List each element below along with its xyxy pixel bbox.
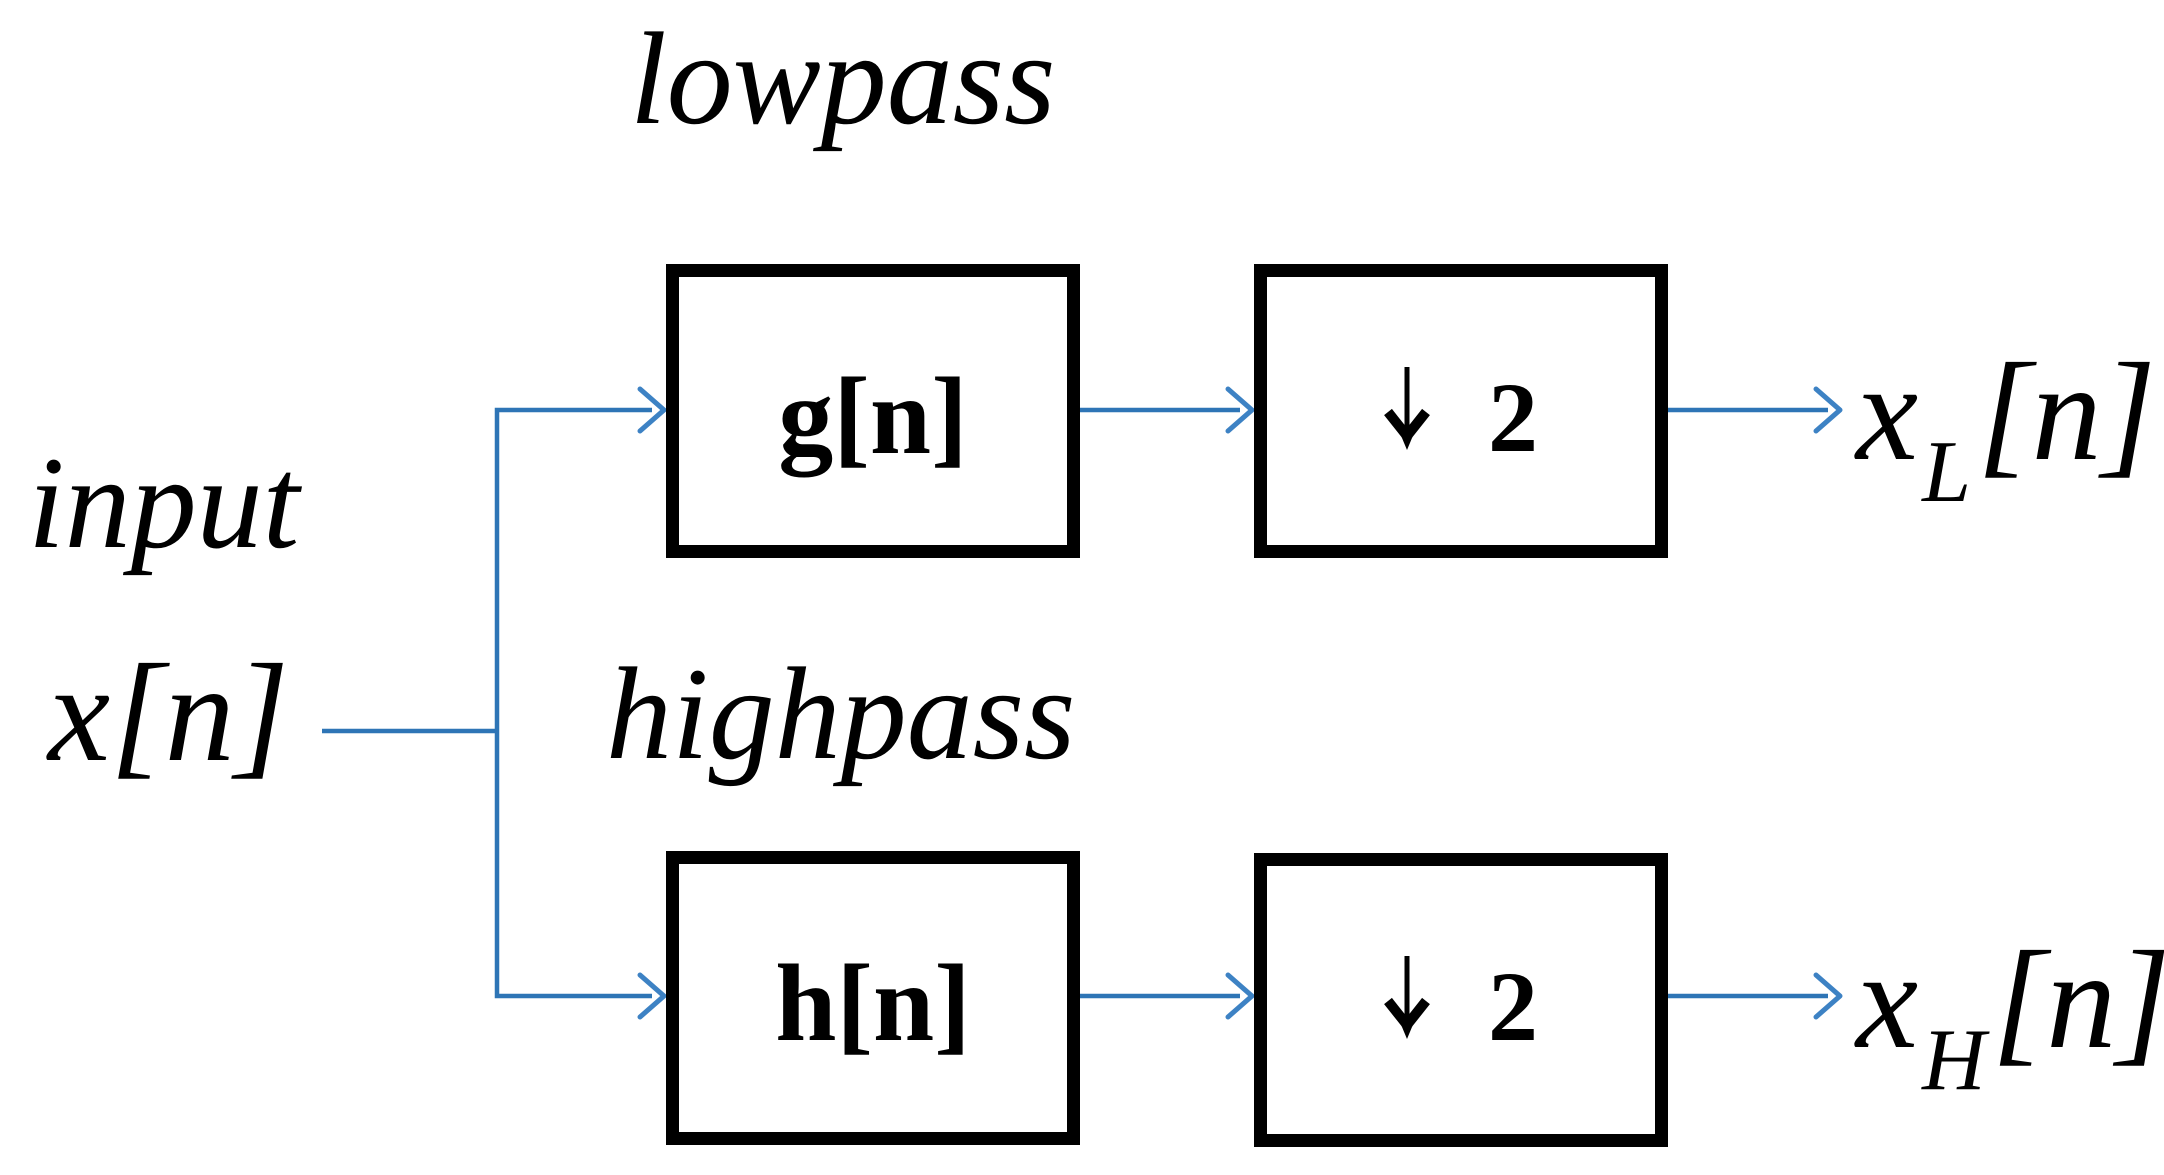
downsample-factor-high: 2 [1488,951,1538,1062]
output-low-label: xL[n] [1856,343,2156,517]
downsampler-low-content: 2 [1384,354,1538,468]
arrowhead-output-high-icon [1813,972,1843,1020]
output-high-label: xH[n] [1856,931,2164,1105]
downsample-factor-low: 2 [1488,362,1538,473]
arrowhead-into-downsampler-low-icon [1225,386,1255,434]
down-arrow-icon [1384,956,1430,1039]
downsampler-high-box: 2 [1254,853,1668,1147]
arrowhead-into-downsampler-high-icon [1225,972,1255,1020]
input-caption: input [28,429,300,576]
lowpass-label: lowpass [630,5,1056,152]
output-high-index: [n] [1991,923,2164,1078]
output-low-subscript: L [1922,424,1972,521]
arrowhead-into-h-icon [637,972,667,1020]
split-wire [494,407,652,999]
lowpass-filter-label: g[n] [778,355,968,477]
output-low-index: [n] [1977,335,2157,490]
output-high-base: x [1856,923,1919,1078]
arrowhead-output-low-icon [1813,386,1843,434]
highpass-filter-box: h[n] [666,851,1080,1145]
input-signal-label: x[n] [48,636,290,791]
lowpass-filter-box: g[n] [666,264,1080,558]
downsampler-low-box: 2 [1254,264,1668,558]
output-high-subscript: H [1922,1012,1986,1109]
down-arrow-icon [1384,367,1430,450]
downsampler-high-content: 2 [1384,943,1538,1057]
arrowhead-into-g-icon [637,386,667,434]
output-low-base: x [1856,335,1919,490]
highpass-label: highpass [606,640,1076,787]
highpass-filter-label: h[n] [775,942,971,1064]
